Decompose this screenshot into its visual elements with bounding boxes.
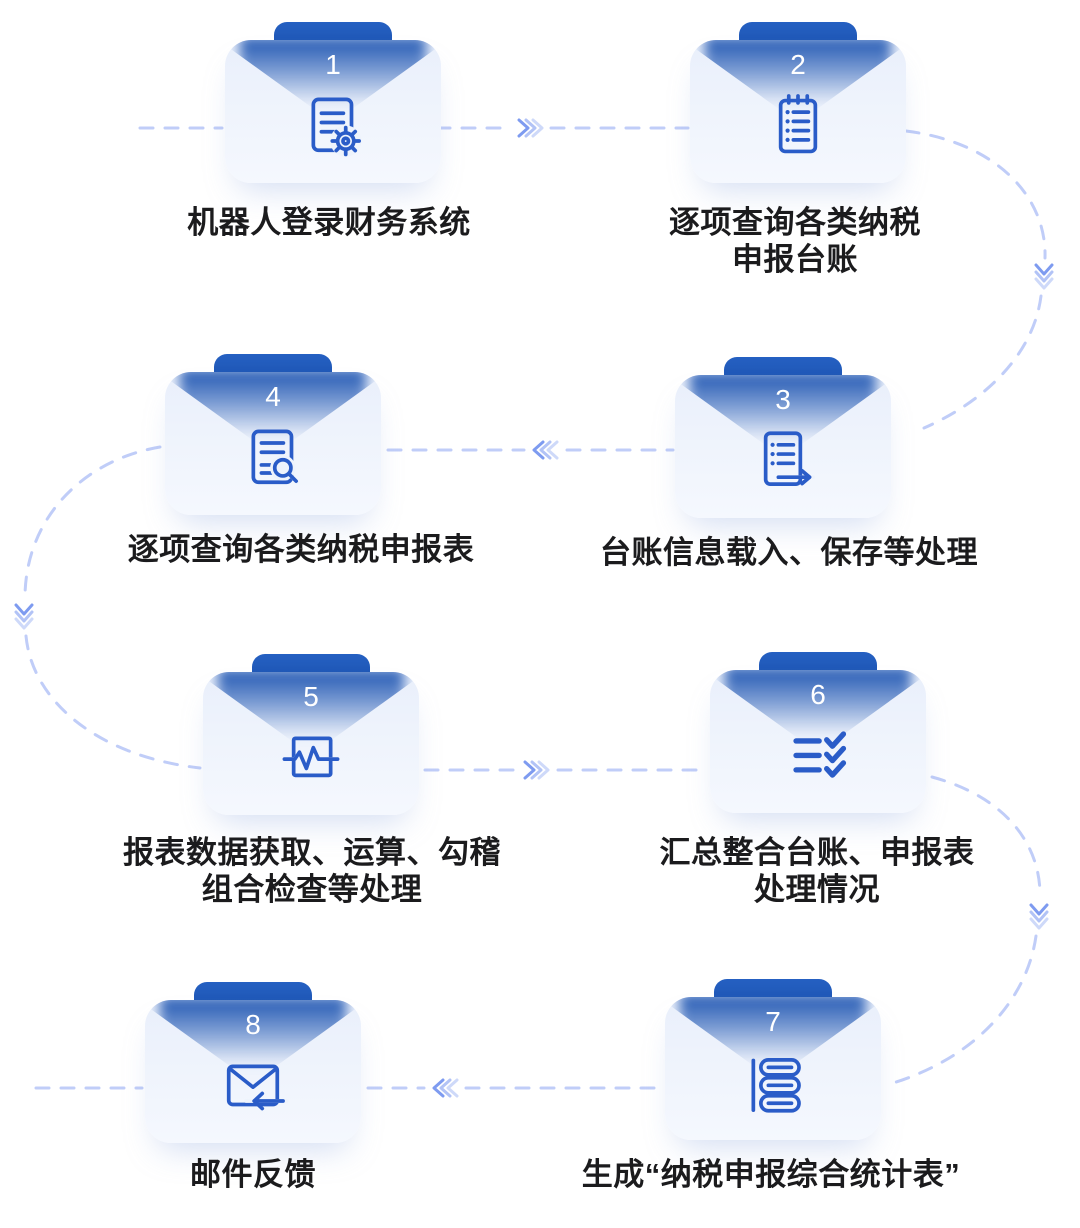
step-2-label: 逐项查询各类纳税申报台账: [669, 205, 921, 277]
step-number: 6: [810, 679, 826, 710]
mail-return-icon: [226, 1064, 289, 1111]
chevron-down-icon: [1034, 263, 1054, 290]
step-8-card: 8: [145, 1000, 361, 1143]
step-7-node: 7: [665, 979, 881, 1143]
step-number: 2: [790, 49, 806, 80]
step-3-card: 3: [675, 375, 891, 518]
chevron-right-icon: [517, 118, 544, 138]
step-number: 4: [265, 381, 281, 412]
step-number: 1: [325, 49, 341, 80]
document-search-icon: [251, 429, 300, 484]
step-5-label: 报表数据获取、运算、勾稽组合检查等处理: [123, 835, 501, 907]
step-6-node: 6: [710, 652, 926, 816]
step-8-node: 8: [145, 982, 361, 1146]
list-export-arrow-icon: [763, 431, 815, 486]
step-6-label: 汇总整合台账、申报表处理情况: [659, 835, 975, 907]
notepad-list-icon: [778, 93, 818, 154]
step-4-card: 4: [165, 372, 381, 515]
step-1-node: 1: [225, 22, 441, 186]
connector-step6-step7-arc-a: [930, 775, 1042, 899]
step-4-node: 4: [165, 354, 381, 518]
document-gear-icon: [311, 97, 362, 157]
step-6-card: 6: [710, 670, 926, 813]
chevron-right-icon: [523, 760, 550, 780]
pulse-monitor-icon: [282, 736, 340, 777]
step-3-node: 3: [675, 357, 891, 521]
step-4-label: 逐项查询各类纳税申报表: [127, 532, 475, 567]
chevron-left-icon: [532, 440, 559, 460]
connector-step4-step5-arc-a: [23, 445, 162, 598]
step-7-label: 生成“纳税申报综合统计表”: [581, 1157, 961, 1192]
chevron-down-icon: [1029, 903, 1049, 930]
connector-step6-step7-arc-b: [888, 934, 1038, 1086]
checklist-icon: [793, 731, 847, 778]
step-number: 8: [245, 1009, 261, 1040]
step-number: 7: [765, 1006, 781, 1037]
chevron-left-icon: [432, 1078, 459, 1098]
step-2-card: 2: [690, 40, 906, 183]
chevron-down-icon: [14, 603, 34, 630]
step-5-card: 5: [203, 672, 419, 815]
connector-step2-step3-arc-b: [922, 294, 1043, 430]
step-number: 3: [775, 384, 791, 415]
step-3-label: 台账信息载入、保存等处理: [600, 535, 978, 570]
step-1-label: 机器人登录财务系统: [187, 205, 471, 240]
connector-step2-step3-arc-a: [904, 129, 1047, 260]
step-8-label: 邮件反馈: [190, 1157, 316, 1192]
connector-step4-step5-arc-b: [24, 634, 202, 770]
step-1-card: 1: [225, 40, 441, 183]
step-2-node: 2: [690, 22, 906, 186]
step-number: 5: [303, 681, 319, 712]
step-7-card: 7: [665, 997, 881, 1140]
stacked-items-icon: [751, 1057, 801, 1113]
step-5-node: 5: [203, 654, 419, 818]
